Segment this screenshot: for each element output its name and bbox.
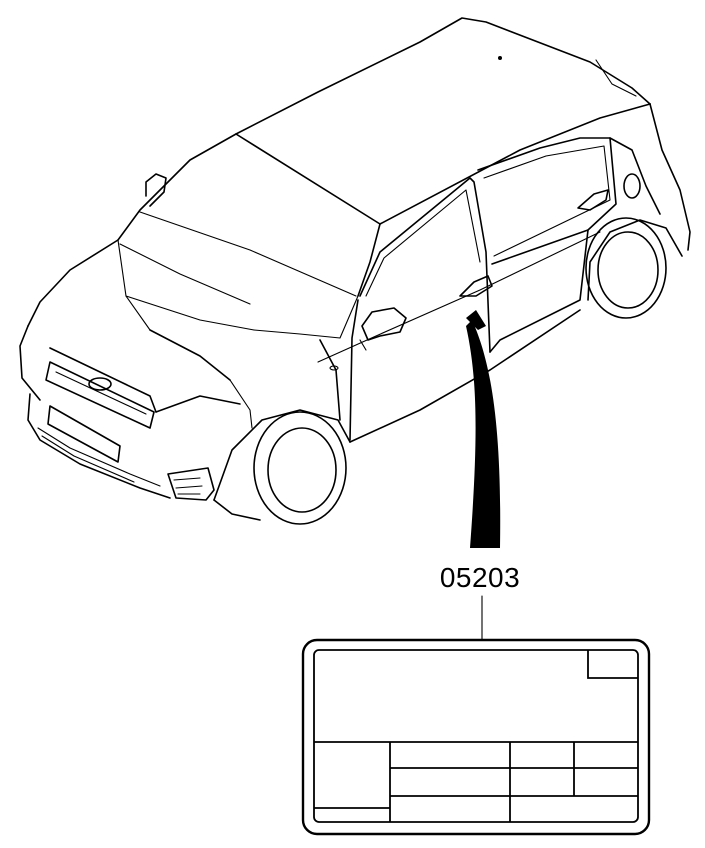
- front-left-corner: [19, 325, 41, 401]
- lower-grille-line: [37, 427, 161, 487]
- hood-front-edge: [149, 329, 231, 381]
- part-number-callout: 05203: [439, 562, 521, 593]
- fuel-door: [623, 173, 641, 199]
- hood-left-edge: [27, 239, 119, 327]
- rear-door-handle: [577, 189, 609, 211]
- rear-spoiler: [595, 59, 637, 97]
- rear-edge: [649, 103, 691, 251]
- upper-grille: [45, 361, 155, 429]
- windshield-top-edge: [235, 133, 381, 225]
- roof-antenna: [498, 56, 502, 60]
- rear-door-lower: [489, 229, 589, 353]
- rear-window: [483, 145, 611, 257]
- mirror-base: [359, 339, 367, 351]
- headlight-inner: [229, 379, 253, 429]
- headlight-lower: [155, 395, 241, 413]
- side-sill: [349, 309, 581, 443]
- front-wheel-arch: [213, 409, 351, 501]
- license-plate-area: [47, 405, 121, 463]
- front-lower-edge: [213, 499, 261, 521]
- grille-top: [49, 347, 157, 413]
- label-outer-border: [301, 638, 651, 836]
- front-fender-rear: [319, 339, 341, 421]
- label-drawing: [301, 638, 651, 836]
- front-bumper-lower: [27, 393, 171, 499]
- front-door-frame: [359, 177, 491, 353]
- car-illustration: [19, 17, 691, 525]
- fog-light-housing: [167, 467, 215, 501]
- right-mirror: [361, 307, 407, 341]
- grille-bar: [55, 371, 147, 415]
- hood-lower-crease: [125, 295, 255, 331]
- rear-wheel-arch: [587, 219, 683, 301]
- front-window: [365, 189, 481, 297]
- front-wheel-rim: [267, 427, 337, 513]
- label-location-indicator: [466, 310, 501, 548]
- a-pillar-left: [117, 133, 237, 241]
- front-door-leading-edge: [349, 299, 359, 441]
- c-pillar: [609, 137, 661, 215]
- side-repeater: [329, 365, 339, 371]
- windshield-bottom: [139, 211, 357, 297]
- roof-side-edge: [379, 103, 651, 225]
- label-inner-border: [313, 649, 639, 823]
- cowl-line: [253, 295, 359, 339]
- rear-wheel-outer: [585, 217, 667, 319]
- rear-door-frame: [477, 137, 617, 265]
- a-pillar-right: [357, 223, 381, 297]
- roof-outline: [235, 17, 651, 135]
- hood-crease-right: [119, 243, 251, 305]
- beltline: [317, 231, 601, 363]
- label-corner-box: [587, 650, 638, 679]
- rear-wheel-rim: [597, 231, 659, 309]
- lower-grille-line-2: [41, 435, 135, 483]
- front-door-handle: [459, 275, 493, 297]
- fog-light-detail: [173, 477, 203, 495]
- brand-logo: [88, 377, 112, 391]
- hood-crease-left: [117, 239, 151, 331]
- front-wheel-outer: [253, 411, 347, 525]
- leader-arrow: [466, 320, 501, 548]
- location-marker: [466, 310, 486, 330]
- left-mirror: [145, 173, 167, 207]
